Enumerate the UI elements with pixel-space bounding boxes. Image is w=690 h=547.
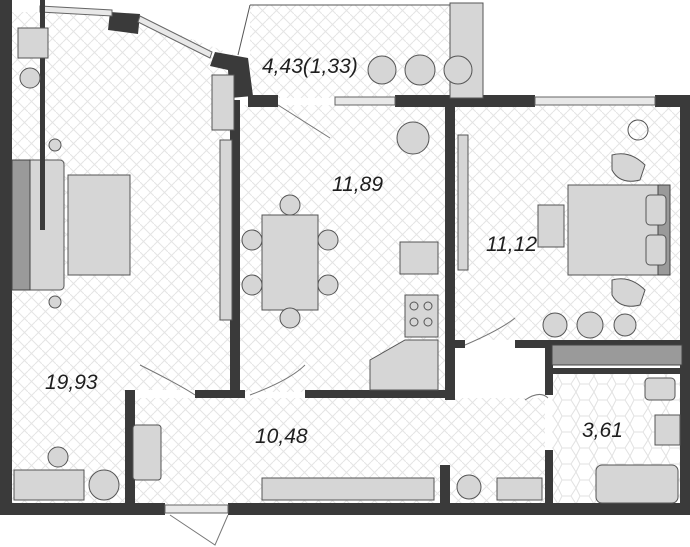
fridge xyxy=(399,241,439,275)
desk-chair xyxy=(47,446,69,468)
bedroom-window xyxy=(534,96,656,106)
kitchen-area-label: 11,89 xyxy=(332,173,383,196)
shelf xyxy=(17,27,49,59)
chair-1 xyxy=(279,194,301,216)
doors xyxy=(139,104,549,546)
bathroom-furniture xyxy=(551,344,683,504)
plant xyxy=(88,469,120,501)
bathroom-area-label: 3,61 xyxy=(582,419,623,442)
bedroom-table xyxy=(576,311,604,339)
hall-furniture xyxy=(132,424,543,501)
wardrobe xyxy=(261,477,435,501)
balcony-chair-right xyxy=(443,55,473,85)
pillow-top xyxy=(645,194,667,226)
hall-bench xyxy=(132,424,162,481)
balcony-floor xyxy=(250,5,483,98)
chair-3 xyxy=(241,229,263,251)
desk xyxy=(13,469,85,501)
dining-table xyxy=(261,214,319,311)
tv-unit xyxy=(219,139,233,321)
hall-window xyxy=(164,504,229,514)
bedroom-furniture xyxy=(537,119,671,339)
balcony-area-label: 4,43(1,33) xyxy=(262,55,358,78)
bathtub xyxy=(595,464,679,504)
kitchen-window xyxy=(334,96,396,106)
bedroom-rug-top xyxy=(611,153,646,182)
floor-lamp-pole xyxy=(40,0,45,230)
kitchen-furniture xyxy=(241,121,469,391)
sofa-back xyxy=(11,159,31,291)
bedside-left xyxy=(537,204,565,248)
kitchen-radiator xyxy=(457,134,469,271)
chair-6 xyxy=(317,274,339,296)
counter xyxy=(404,294,439,338)
walls xyxy=(0,0,690,515)
room-labels: 4,43(1,33) 11,89 11,12 19,93 10,48 3,61 xyxy=(45,55,623,448)
bathroom-cabinet xyxy=(551,344,683,366)
balcony-table xyxy=(404,54,436,86)
living-area-label: 19,93 xyxy=(45,371,98,394)
side-lamp-bottom xyxy=(48,295,62,309)
rug xyxy=(67,174,131,276)
toilet xyxy=(644,377,676,401)
hall-area-label: 10,48 xyxy=(255,425,308,448)
bedroom-lamp xyxy=(613,313,637,337)
hall-hanger xyxy=(496,477,543,501)
kitchen-plant xyxy=(396,121,430,155)
chair-4 xyxy=(241,274,263,296)
balcony-furniture xyxy=(367,54,473,86)
washbasin xyxy=(654,414,681,446)
living-bay-window xyxy=(137,15,213,59)
bedroom-area-label: 11,12 xyxy=(486,233,537,256)
side-lamp-top xyxy=(48,138,62,152)
bedroom-rug-bottom xyxy=(611,278,646,307)
bedroom-chair xyxy=(542,312,568,338)
balcony-chair-left xyxy=(367,55,397,85)
chair-2 xyxy=(279,307,301,329)
chair-5 xyxy=(317,229,339,251)
pillow-bottom xyxy=(645,234,667,266)
windows xyxy=(39,2,656,514)
living-furniture xyxy=(11,0,235,501)
hall-pouf xyxy=(456,474,482,500)
living-lamp xyxy=(19,67,41,89)
corner-sink xyxy=(369,339,439,391)
living-radiator xyxy=(211,74,235,131)
